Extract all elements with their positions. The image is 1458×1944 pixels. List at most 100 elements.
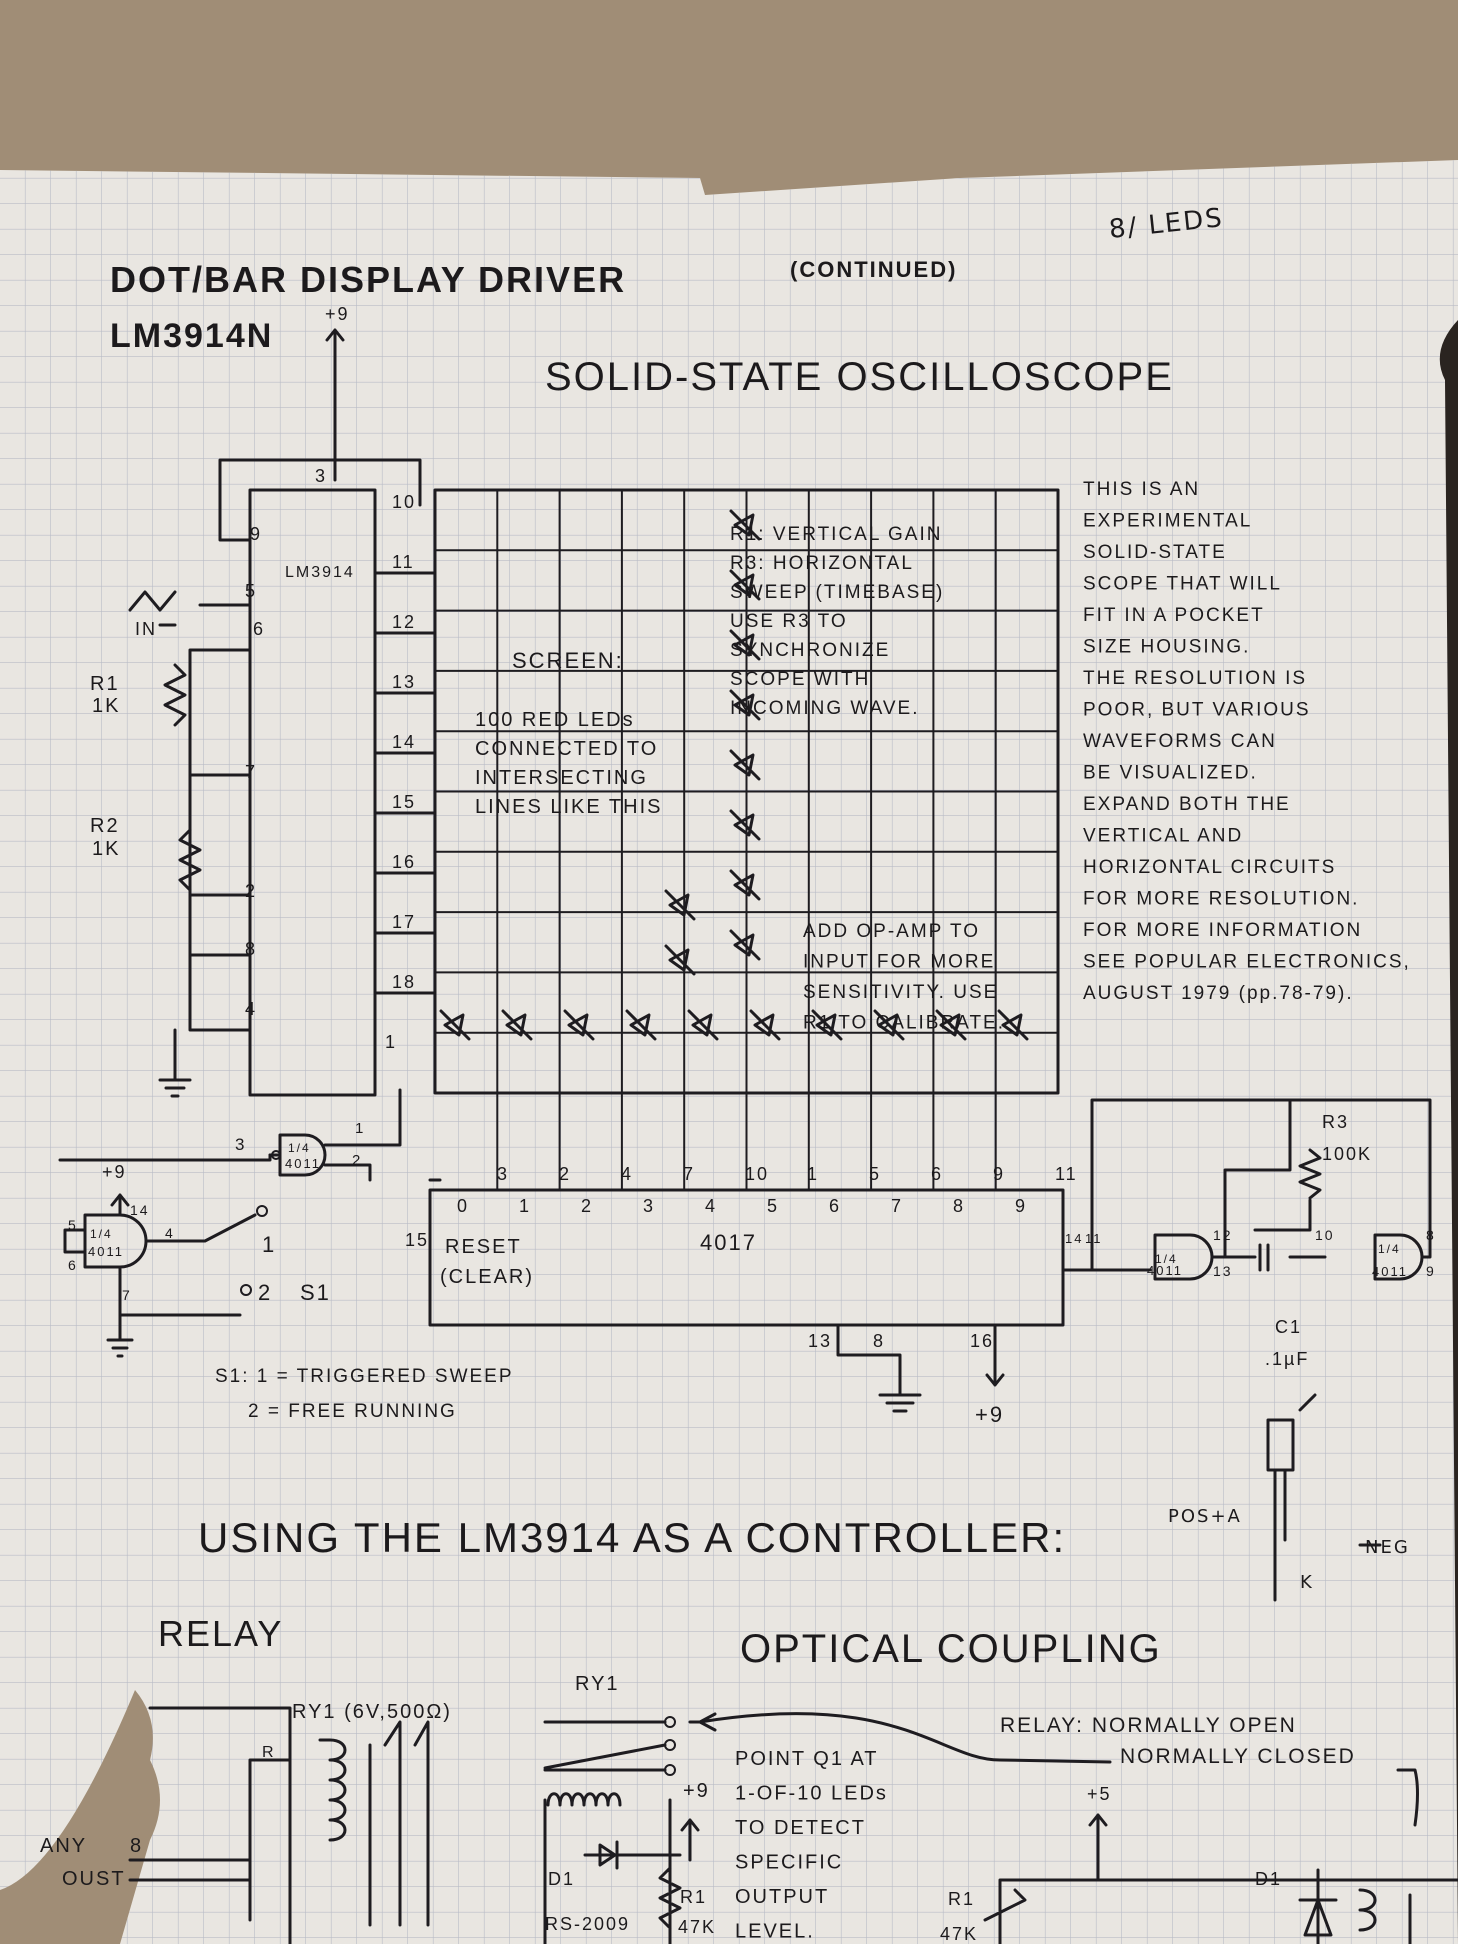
led-diode-icon <box>625 1009 657 1041</box>
gate-top-pin1: 1 <box>355 1120 365 1137</box>
controller-title: USING THE LM3914 AS A CONTROLLER: <box>198 1514 1066 1561</box>
switch-note-2: 2 = FREE RUNNING <box>248 1401 457 1422</box>
led-diode-icon <box>729 569 761 601</box>
description-line: POOR, BUT VARIOUS <box>1083 700 1311 721</box>
r2-label: R2 <box>90 815 120 837</box>
switch-pos2: 2 <box>258 1280 272 1305</box>
relay-pin: 8 <box>130 1835 143 1857</box>
counter-pin: 3 <box>497 1164 509 1184</box>
counter-pin: 2 <box>559 1164 571 1184</box>
optical-r1: R1 <box>680 1887 707 1907</box>
led-diode-icon <box>729 749 761 781</box>
led-diode-icon <box>729 869 761 901</box>
relay-out: OUST <box>62 1868 126 1890</box>
counter-pin: 1 <box>807 1164 819 1184</box>
description-line: AUGUST 1979 (pp.78-79). <box>1083 983 1354 1004</box>
counter-pin: 10 <box>745 1164 769 1184</box>
rg2-label2: 4011 <box>1372 1264 1408 1279</box>
r3-value: 100K <box>1322 1144 1372 1164</box>
clear-label: (CLEAR) <box>440 1266 534 1288</box>
led-diode-icon <box>664 889 696 921</box>
controls-note-line: INCOMING WAVE. <box>730 698 920 719</box>
c1-value: .1µF <box>1265 1349 1309 1369</box>
chip-pin-right: 14 <box>392 732 416 752</box>
chip-pin-left: 5 <box>245 581 257 601</box>
header-title: DOT/BAR DISPLAY DRIVER <box>110 259 626 300</box>
input-label: IN <box>135 619 157 639</box>
r3-label: R3 <box>1322 1112 1349 1132</box>
description-line: SOLID-STATE <box>1083 542 1227 563</box>
description-line: SCOPE THAT WILL <box>1083 574 1282 595</box>
description-line: EXPAND BOTH THE <box>1083 794 1291 815</box>
chip-pin-right: 17 <box>392 912 416 932</box>
rg-pin11: 11 <box>1085 1231 1103 1246</box>
rg-pin13: 13 <box>1213 1263 1233 1279</box>
gate-left-label2: 4011 <box>88 1244 124 1259</box>
led-diode-icon <box>729 689 761 721</box>
chip-pin-right: 13 <box>392 672 416 692</box>
screen-note-line: INTERSECTING <box>475 767 648 789</box>
controls-note-line: SWEEP (TIMEBASE) <box>730 582 944 603</box>
chip-pin-right: 11 <box>392 552 415 572</box>
controls-note-line: SCOPE WITH <box>730 669 870 690</box>
led-pos: POS+A <box>1168 1506 1242 1527</box>
counter-output: 0 <box>457 1196 469 1216</box>
gate-top-label2: 4011 <box>285 1156 321 1171</box>
gate-left-pin4: 4 <box>165 1225 175 1241</box>
screen-note-line: CONNECTED TO <box>475 738 658 760</box>
reset-pin: 15 <box>405 1230 429 1250</box>
counter-output: 2 <box>581 1196 593 1216</box>
led-diode-icon <box>811 1009 843 1041</box>
chip-pin-right: 12 <box>392 612 416 632</box>
relay-any: ANY <box>40 1835 87 1857</box>
switch-note-1: S1: 1 = TRIGGERED SWEEP <box>215 1366 514 1387</box>
optical-title: OPTICAL COUPLING <box>740 1627 1162 1671</box>
r1-value: 1K <box>92 695 120 717</box>
counter-output: 3 <box>643 1196 655 1216</box>
description-line: VERTICAL AND <box>1083 826 1243 847</box>
r2-value: 1K <box>92 838 120 860</box>
counter-4017: 4017 RESET (CLEAR) 15 302142731041556679… <box>405 1164 1078 1427</box>
counter-pin: 11 <box>1055 1164 1078 1184</box>
led-diode-icon <box>729 929 761 961</box>
chip-pin-right: 1 <box>385 1032 397 1052</box>
screen-note-line: LINES LIKE THIS <box>475 796 662 818</box>
relay-title: RELAY <box>158 1613 283 1654</box>
counter-pin: 5 <box>869 1164 881 1184</box>
description-line: SIZE HOUSING. <box>1083 637 1250 658</box>
gate-left-label: 1/4 <box>90 1227 113 1241</box>
chip-pin-right: 16 <box>392 852 416 872</box>
rg-pin8: 8 <box>1426 1227 1436 1243</box>
optical-note-line: OUTPUT <box>735 1886 829 1908</box>
chip-pin-left: 8 <box>245 939 257 959</box>
chip-pin-right: 18 <box>392 972 416 992</box>
rg2-label: 1/4 <box>1378 1242 1401 1256</box>
gate-top-pin3: 3 <box>235 1135 246 1154</box>
counter-pin: 4 <box>621 1164 633 1184</box>
led-diode-icon <box>935 1009 967 1041</box>
controls-note-line: USE R3 TO <box>730 611 848 632</box>
relay-circuit: RY1 (6V,500Ω) R ANY 8 OUST <box>0 1690 450 1944</box>
optical-note-line: SPECIFIC <box>735 1852 843 1874</box>
counter-output: 6 <box>829 1196 841 1216</box>
scope-title: SOLID-STATE OSCILLOSCOPE <box>545 355 1174 399</box>
opamp-note-line: INPUT FOR MORE <box>803 952 995 973</box>
counter-output: 9 <box>1015 1196 1027 1216</box>
description-line: FOR MORE INFORMATION <box>1083 920 1362 941</box>
chip-pin-left: 3 <box>315 466 327 486</box>
optical-note-line: LEVEL. <box>735 1921 815 1943</box>
rg-label2: 4011 <box>1147 1263 1183 1278</box>
chip-pin-left: 9 <box>250 524 262 544</box>
pin-16: 16 <box>970 1331 994 1351</box>
torn-edge <box>1439 320 1458 1944</box>
counter-pin: 6 <box>931 1164 943 1184</box>
gate-left-pin14: 14 <box>130 1202 150 1218</box>
right-gates-oscillator: 1/4 4011 1/4 4011 14 11 12 13 10 8 9 R3 … <box>1061 1098 1436 1369</box>
led-diode-icon <box>439 1009 471 1041</box>
description-line: HORIZONTAL CIRCUITS <box>1083 857 1336 878</box>
chip-pin-left: 4 <box>245 999 257 1019</box>
description-line: EXPERIMENTAL <box>1083 511 1252 532</box>
